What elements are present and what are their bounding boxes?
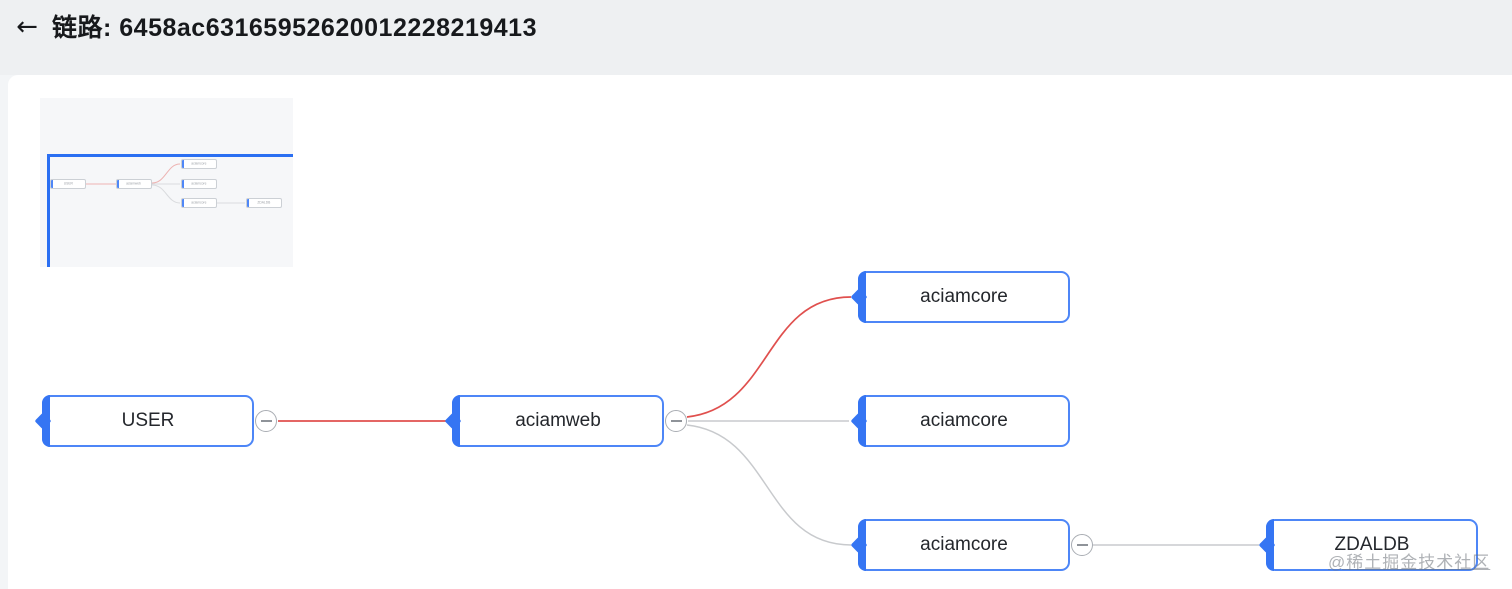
back-button[interactable]: ← [10, 10, 44, 44]
minimap-edge [151, 163, 181, 184]
collapse-button-aciamcore-bottom[interactable] [1071, 534, 1093, 556]
node-aciamweb[interactable]: aciamweb [444, 395, 664, 447]
node-aciamcore-bottom[interactable]: aciamcore [850, 519, 1070, 571]
collapse-button-aciamweb[interactable] [665, 410, 687, 432]
page-title: 链路: 6458ac63165952620012228219413 [52, 14, 537, 42]
edge-aciamweb-aciamcore-bottom [686, 424, 852, 546]
minus-icon [260, 420, 272, 422]
collapse-button-user[interactable] [255, 410, 277, 432]
node-user[interactable]: USER [34, 395, 254, 447]
node-aciamcore-top[interactable]: aciamcore [850, 271, 1070, 323]
minimap[interactable]: USER aciamweb aciamcore aciamcore aciamc… [40, 98, 293, 267]
arrow-left-icon: ← [16, 12, 38, 42]
minimap-viewport[interactable] [47, 154, 293, 267]
minus-icon [670, 420, 682, 422]
minimap-edge [151, 184, 181, 204]
minimap-edges [86, 163, 245, 204]
minimap-node-zdaldb: ZDALDB [246, 198, 282, 208]
minus-icon [1076, 544, 1088, 546]
minimap-node-aciamweb: aciamweb [116, 179, 152, 189]
node-aciamcore-mid[interactable]: aciamcore [850, 395, 1070, 447]
node-label: aciamcore [920, 410, 1008, 431]
node-label: ZDALDB [1334, 534, 1410, 555]
watermark: @稀土掘金技术社区 [1328, 553, 1491, 572]
minimap-node-aciamcore-top: aciamcore [181, 159, 217, 169]
node-label: aciamweb [515, 410, 601, 431]
node-label: USER [121, 410, 175, 431]
minimap-node-user: USER [50, 179, 86, 189]
node-label: aciamcore [920, 286, 1008, 307]
minimap-node-aciamcore-mid: aciamcore [181, 179, 217, 189]
header-bar: ← 链路: 6458ac63165952620012228219413 [0, 0, 1512, 75]
minimap-node-aciamcore-bottom: aciamcore [181, 198, 217, 208]
node-zdaldb[interactable]: ZDALDB [1258, 519, 1478, 571]
edge-aciamweb-aciamcore-top [686, 296, 852, 418]
node-label: aciamcore [920, 534, 1008, 555]
